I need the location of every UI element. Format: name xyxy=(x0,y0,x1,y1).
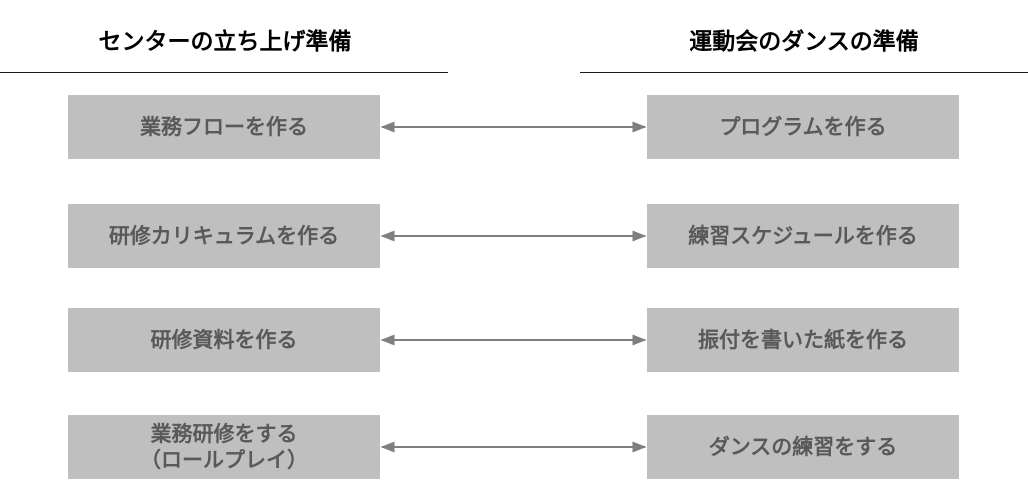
left-heading-divider xyxy=(0,72,448,73)
right-step-box-3: 振付を書いた紙を作る xyxy=(647,308,959,372)
right-step-box-1: プログラムを作る xyxy=(647,95,959,159)
left-step-label-3: 研修資料を作る xyxy=(150,327,298,352)
right-column-heading: 運動会のダンスの準備 xyxy=(689,29,919,55)
left-step-label-2: 研修カリキュラムを作る xyxy=(108,223,340,248)
left-column-heading: センターの立ち上げ準備 xyxy=(98,29,352,55)
left-step-label-4-line-1: 業務研修をする xyxy=(150,421,298,446)
right-step-label-2: 練習スケジュールを作る xyxy=(688,223,918,248)
left-step-label-1: 業務フローを作る xyxy=(140,114,308,139)
right-step-label-1: プログラムを作る xyxy=(719,114,887,139)
left-step-box-4: 業務研修をする （ロールプレイ） xyxy=(68,415,380,479)
left-step-box-1: 業務フローを作る xyxy=(68,95,380,159)
right-step-box-4: ダンスの練習をする xyxy=(647,415,959,479)
left-step-box-3: 研修資料を作る xyxy=(68,308,380,372)
left-step-box-2: 研修カリキュラムを作る xyxy=(68,204,380,268)
right-step-label-4: ダンスの練習をする xyxy=(708,434,898,459)
left-step-label-4-line-2: （ロールプレイ） xyxy=(140,448,308,472)
right-step-box-2: 練習スケジュールを作る xyxy=(647,204,959,268)
right-heading-divider xyxy=(580,72,1028,73)
right-step-label-3: 振付を書いた紙を作る xyxy=(698,327,908,352)
